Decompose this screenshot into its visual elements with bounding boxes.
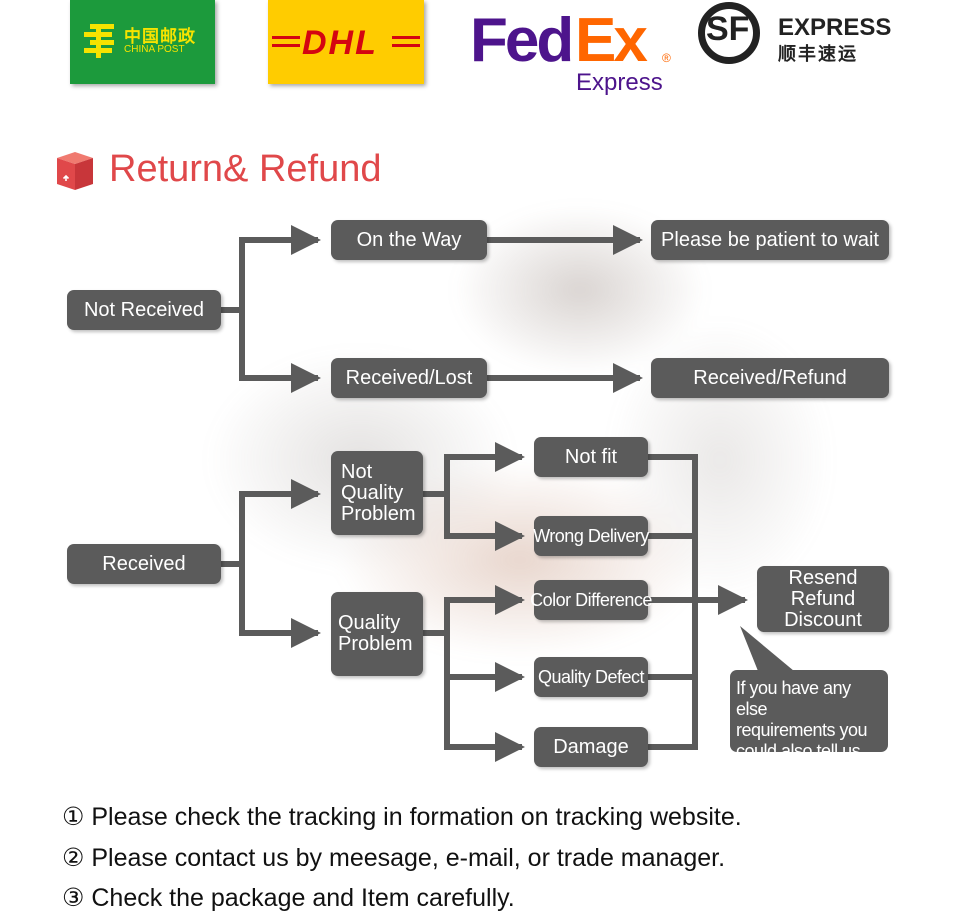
sf-circle-icon (698, 2, 760, 64)
instruction-1: ① Please check the tracking in formation… (62, 803, 742, 831)
received-lost-box: Received/Lost (331, 358, 487, 398)
instruction-2: ② Please contact us by meesage, e-mail, … (62, 844, 726, 872)
quality-defect-box: Quality Defect (534, 657, 648, 697)
fedex-registered-mark: ® (662, 51, 671, 65)
not-fit-box: Not fit (534, 437, 648, 477)
not-quality-problem-box: Not Quality Problem (331, 451, 423, 535)
fedex-ex: Ex (575, 6, 648, 75)
dhl-logo: DHL (268, 0, 424, 84)
resend-refund-discount-box: Resend Refund Discount (757, 566, 889, 632)
dhl-stripe (272, 44, 300, 47)
please-wait-box: Please be patient to wait (651, 220, 889, 260)
sf-express-cn: 顺丰速运 (778, 44, 858, 64)
china-post-logo: 中国邮政 CHINA POST (70, 0, 215, 84)
fedex-express: Express (576, 69, 663, 96)
fedex-fed: Fed (470, 6, 574, 75)
instruction-3: ③ Check the package and Item carefully. (62, 884, 515, 912)
package-icon (57, 152, 93, 190)
dhl-stripe (392, 36, 420, 39)
china-post-emblem-icon (84, 24, 114, 58)
not-received-box: Not Received (67, 290, 221, 330)
received-box: Received (67, 544, 221, 584)
damage-box: Damage (534, 727, 648, 767)
received-refund-box: Received/Refund (651, 358, 889, 398)
sf-letters: SF (706, 10, 750, 48)
china-post-cn: 中国邮政 (124, 27, 196, 46)
china-post-en: CHINA POST (124, 44, 185, 55)
dhl-stripe (392, 44, 420, 47)
dhl-stripe (272, 36, 300, 39)
on-the-way-box: On the Way (331, 220, 487, 260)
quality-problem-box: Quality Problem (331, 592, 423, 676)
color-difference-box: Color Difference (530, 580, 652, 620)
note-bubble: If you have any else requirements you co… (730, 670, 888, 761)
fedex-logo: Fed Ex ® Express (470, 5, 680, 100)
sf-express-en: EXPRESS (778, 14, 892, 41)
wrong-delivery-box: Wrong Delivery (533, 516, 649, 556)
sf-express-logo: SF EXPRESS 顺丰速运 (696, 0, 891, 75)
section-title: Return& Refund (109, 148, 382, 190)
dhl-wordmark: DHL (302, 24, 378, 62)
